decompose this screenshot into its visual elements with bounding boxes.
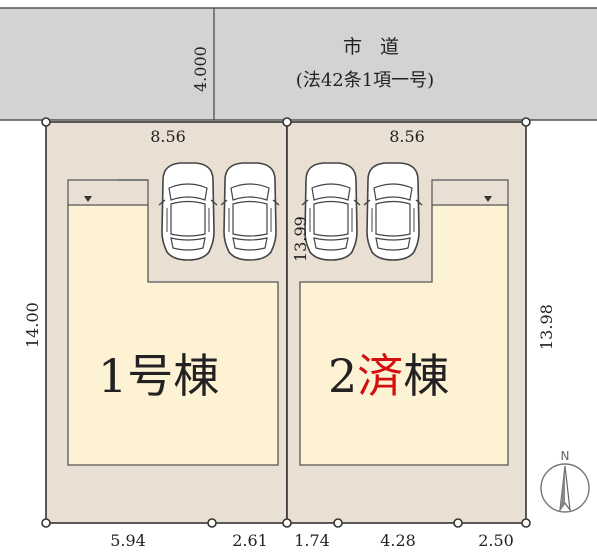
lot-2-entrance-line: [431, 179, 509, 205]
lot-2-bottom-mid-label: 4.28: [380, 531, 416, 550]
car-icon: [158, 162, 218, 261]
north-label: N: [561, 449, 570, 463]
lot-2-bottom-right-label: 2.50: [478, 531, 514, 550]
road-area: [0, 8, 597, 120]
road-title: 市 道: [343, 36, 405, 58]
car-icon: [363, 162, 423, 261]
building-1-suffix: 棟: [173, 349, 219, 403]
road-width-label: 4.000: [191, 46, 210, 92]
building-2-number: 2: [328, 349, 357, 403]
lot-1-bottom-right-label: 2.61: [232, 531, 268, 550]
survey-point-icon: [41, 117, 531, 528]
lot-1-side-label: 14.00: [23, 302, 42, 348]
building-2-label: 2済棟: [328, 349, 449, 403]
lot-1-door-marker: [84, 196, 92, 202]
north-arrow-icon: N: [540, 449, 590, 513]
car-icon: [220, 162, 280, 261]
lot-2-bottom-left-label: 1.74: [294, 531, 330, 550]
building-1-number: 1: [98, 349, 127, 403]
building-2-suffix: 棟: [403, 349, 449, 403]
lot-1-bottom-left-label: 5.94: [110, 531, 146, 550]
road-subtitle: (法42条1項一号): [296, 70, 434, 91]
lot-1-frontage-label: 8.56: [150, 127, 186, 146]
lot-2-frontage-label: 8.56: [389, 127, 425, 146]
building-1-mark: 号: [127, 349, 173, 403]
car-icon: [301, 162, 361, 261]
building-1-label: 1号棟: [98, 349, 219, 403]
lot-2-door-marker: [484, 196, 492, 202]
lot-2-side-label: 13.98: [537, 304, 556, 350]
sold-stamp: 済: [357, 349, 403, 403]
middle-boundary-label: 13.99: [291, 216, 310, 262]
lot-1-entrance-line: [67, 179, 149, 205]
